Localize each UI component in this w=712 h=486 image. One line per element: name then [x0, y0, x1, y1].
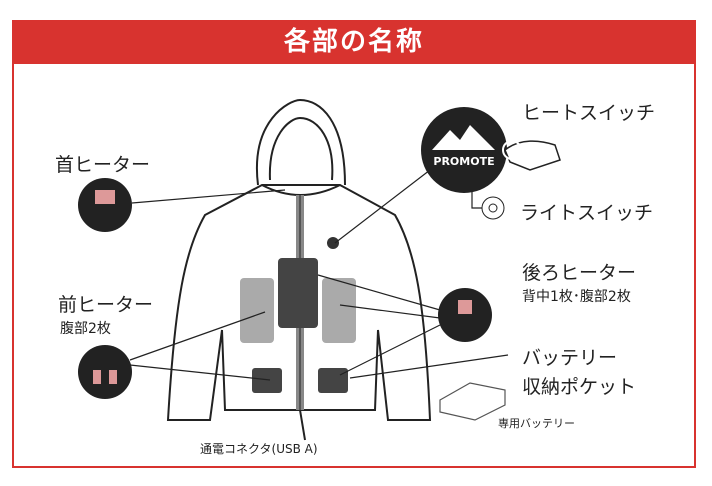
- switch-on-jacket: [327, 237, 339, 249]
- battery-pocket-label-1: バッテリー: [522, 347, 618, 369]
- connector-label: 通電コネクタ(USB A): [200, 442, 318, 456]
- jacket-body: [166, 184, 432, 421]
- light-icon: [481, 196, 505, 220]
- front-heater-sublabel: 腹部2枚: [60, 321, 111, 337]
- back-heater-label: 後ろヒーター: [522, 262, 637, 284]
- light-switch-label: ライトスイッチ: [520, 202, 654, 224]
- back-heater-icon: [438, 288, 492, 342]
- page-title: 各部の名称: [12, 20, 696, 64]
- back-heater-sublabel: 背中1枚･腹部2枚: [522, 289, 631, 305]
- front-heater-label: 前ヒーター: [58, 294, 154, 316]
- neck-heater-label: 首ヒーター: [55, 154, 151, 176]
- battery-label: 専用バッテリー: [498, 417, 575, 430]
- logo-text: PROMOTE: [433, 155, 494, 168]
- battery-icon: [439, 382, 506, 421]
- hand-icon: [504, 140, 561, 171]
- front-heater-icon: [78, 345, 132, 399]
- heater-pads: [240, 258, 356, 393]
- hood: [255, 98, 346, 186]
- heat-switch-label: ヒートスイッチ: [522, 102, 656, 124]
- neck-heater-icon: [78, 178, 132, 232]
- battery-pocket-label-2: 収納ポケット: [522, 376, 637, 398]
